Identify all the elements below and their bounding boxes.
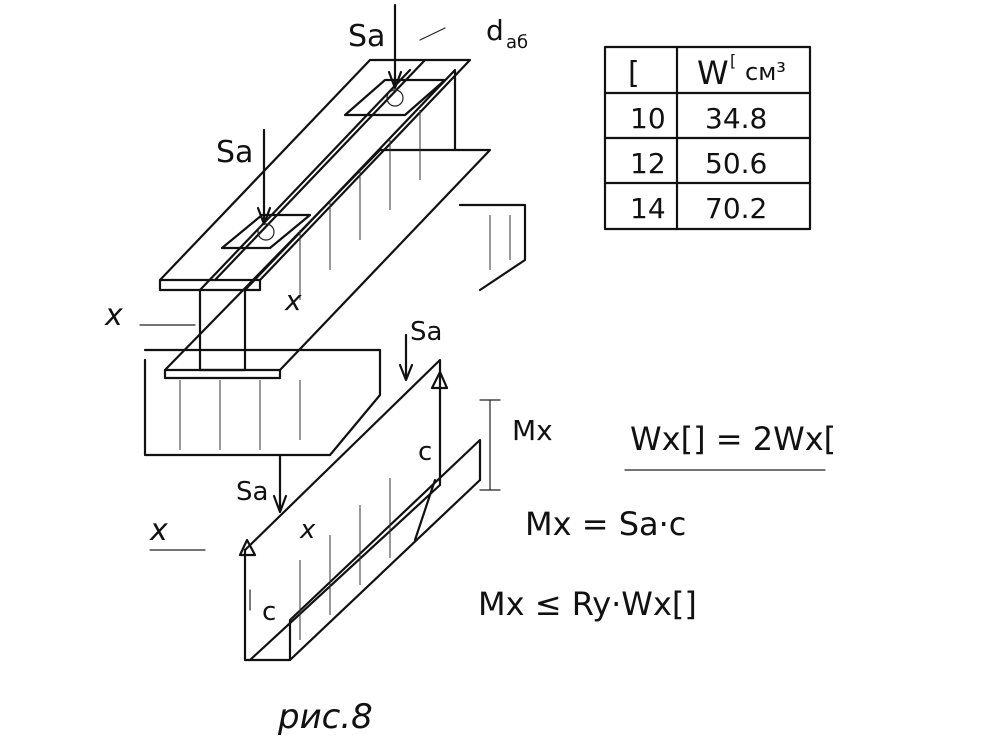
force-label-right: Sa [410, 317, 442, 347]
formula-strength-check: Mx ≤ Ry·Wx[] [478, 585, 697, 623]
axis-label-x-bottom-left: x [149, 513, 168, 548]
table-cell-w: 50.6 [705, 147, 767, 180]
formulas: Wx[] = 2Wx[ Mx = Sa·c Mx ≤ Ry·Wx[] [478, 420, 836, 623]
bolt-diameter-label: d [486, 14, 504, 47]
table-cell-size: 10 [630, 102, 666, 135]
moment-label: Mx [512, 414, 553, 447]
dim-c-bottom: c [262, 597, 276, 627]
force-arrows [256, 3, 414, 514]
bolt-diameter-sub: аб [506, 32, 528, 53]
section-table: [ W [ см³ 10 34.8 12 50.6 14 70.2 [603, 45, 812, 231]
force-label-mid: Sa [216, 135, 253, 170]
dimension-lines [139, 27, 501, 611]
table-header-channel: [ [628, 56, 640, 91]
table-cell-size: 12 [630, 147, 666, 180]
table-header-sup: [ [730, 51, 736, 70]
force-label-bottom: Sa [236, 477, 268, 507]
formula-moment: Mx = Sa·c [525, 505, 686, 543]
force-label-top: Sa [348, 19, 385, 54]
double-channel-beam [158, 58, 492, 380]
table-cell-w: 34.8 [705, 102, 767, 135]
axis-label-x-bottom: x [299, 515, 316, 545]
table-header-unit: см³ [745, 58, 786, 86]
dim-c-right: c [418, 437, 432, 467]
channel-detail [238, 358, 482, 662]
table-cell-size: 14 [630, 192, 666, 225]
axis-label-x-web: x [284, 284, 302, 317]
table-header-w: W [697, 54, 729, 92]
figure-caption: рис.8 [277, 697, 373, 737]
support-member [143, 203, 527, 457]
axis-label-x-left: x [104, 298, 123, 333]
formula-section-modulus: Wx[] = 2Wx[ [630, 420, 836, 458]
table-cell-w: 70.2 [705, 192, 767, 225]
